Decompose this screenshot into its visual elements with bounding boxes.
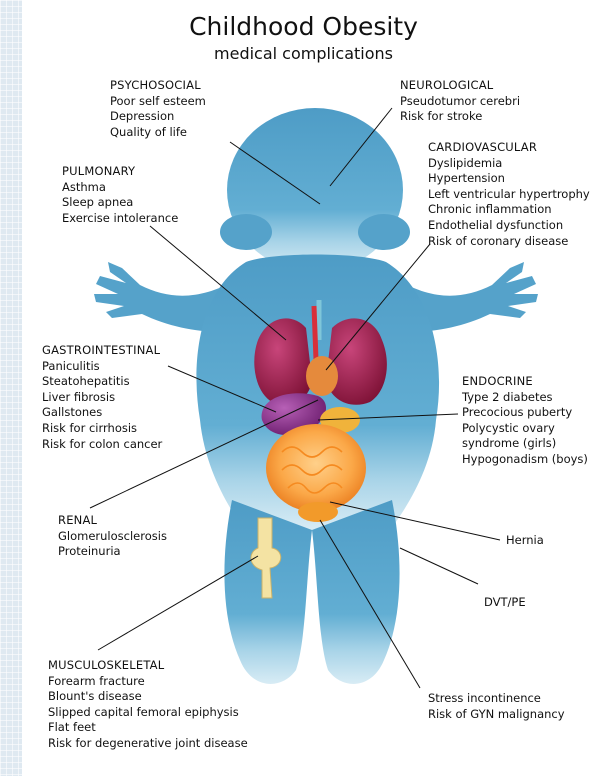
item: Exercise intolerance [62,211,178,227]
item: Glomerulosclerosis [58,529,167,545]
item: Quality of life [110,125,206,141]
group-renal: RENAL Glomerulosclerosis Proteinuria [58,513,167,560]
page-subtitle: medical complications [0,44,607,64]
item: Risk for cirrhosis [42,421,162,437]
item: Poor self esteem [110,94,206,110]
heading-pulmonary: PULMONARY [62,164,178,180]
item: Asthma [62,180,178,196]
group-pulmonary: PULMONARY Asthma Sleep apnea Exercise in… [62,164,178,226]
page-title: Childhood Obesity [0,12,607,42]
group-neurological: NEUROLOGICAL Pseudotumor cerebri Risk fo… [400,78,520,125]
item: Flat feet [48,720,248,736]
item: Stress incontinence [428,691,565,707]
item: DVT/PE [484,595,526,611]
item: Steatohepatitis [42,374,162,390]
item: Risk of coronary disease [428,234,590,250]
leader-dvt [400,548,478,584]
item: Risk for degenerative joint disease [48,736,248,752]
lung-left [254,318,312,404]
item: Endothelial dysfunction [428,218,590,234]
item: Proteinuria [58,544,167,560]
cheek-right [358,214,410,250]
heading-endocrine: ENDOCRINE [462,374,588,390]
item: Blount's disease [48,689,248,705]
heading-gastrointestinal: GASTROINTESTINAL [42,343,162,359]
bladder [298,502,338,522]
aorta [314,306,316,360]
heading-renal: RENAL [58,513,167,529]
item: Type 2 diabetes [462,390,588,406]
item: Left ventricular hypertrophy [428,187,590,203]
group-psychosocial: PSYCHOSOCIAL Poor self esteem Depression… [110,78,206,140]
item: Risk for colon cancer [42,437,162,453]
group-musculoskeletal: MUSCULOSKELETAL Forearm fracture Blount'… [48,658,248,752]
item: Slipped capital femoral epiphysis [48,705,248,721]
heading-neurological: NEUROLOGICAL [400,78,520,94]
item: Risk for stroke [400,109,520,125]
group-dvt: DVT/PE [484,595,526,611]
item: Sleep apnea [62,195,178,211]
item: Pseudotumor cerebri [400,94,520,110]
item: Dyslipidemia [428,156,590,172]
lung-right [326,318,387,404]
item: Paniculitis [42,359,162,375]
cheek-left [220,214,272,250]
heading-psychosocial: PSYCHOSOCIAL [110,78,206,94]
item: Precocious puberty [462,405,588,421]
item: Hypertension [428,171,590,187]
item: Liver fibrosis [42,390,162,406]
item: Hernia [506,533,544,549]
group-hernia: Hernia [506,533,544,549]
right-leg [312,500,400,684]
item: Polycystic ovary [462,421,588,437]
heading-cardiovascular: CARDIOVASCULAR [428,140,590,156]
item: Depression [110,109,206,125]
group-cardiovascular: CARDIOVASCULAR Dyslipidemia Hypertension… [428,140,590,249]
group-gastrointestinal: GASTROINTESTINAL Paniculitis Steatohepat… [42,343,162,452]
item: Risk of GYN malignancy [428,707,565,723]
item: Forearm fracture [48,674,248,690]
item: Chronic inflammation [428,202,590,218]
item: syndrome (girls) [462,436,588,452]
group-stress: Stress incontinence Risk of GYN malignan… [428,691,565,722]
intestines [266,424,366,512]
heading-musculoskeletal: MUSCULOSKELETAL [48,658,248,674]
item: Gallstones [42,405,162,421]
group-endocrine: ENDOCRINE Type 2 diabetes Precocious pub… [462,374,588,468]
item: Hypogonadism (boys) [462,452,588,468]
